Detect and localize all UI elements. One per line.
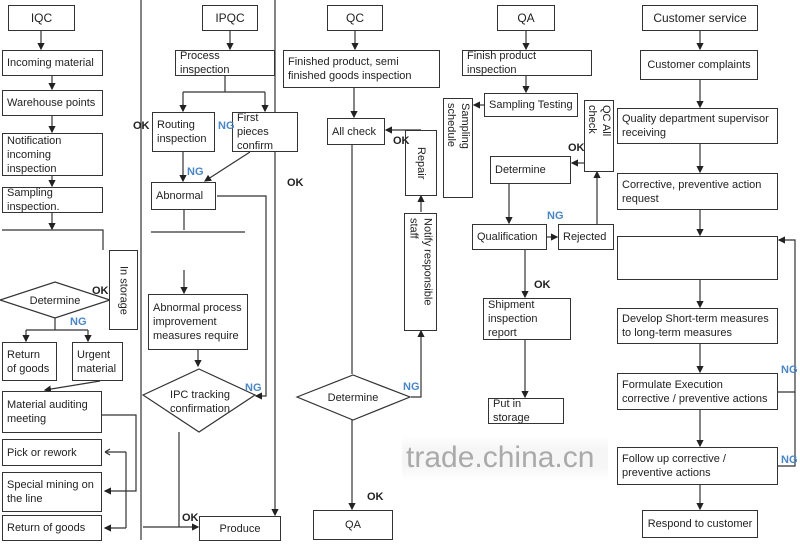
customer-complaints-box: Customer complaints	[640, 50, 758, 80]
ng-label: NG	[547, 210, 564, 222]
iqc-header: IQC	[8, 5, 75, 31]
ng-label: NG	[187, 166, 204, 178]
qa-determine-box: Determine	[490, 156, 571, 184]
return-goods-final-box: Return of goods	[2, 515, 102, 541]
ng-label: NG	[781, 454, 798, 466]
cs-header: Customer service	[642, 5, 758, 31]
urgent-material-box: Urgent material	[72, 342, 123, 381]
qc-determine-diamond	[295, 374, 412, 421]
process-inspection-box: Process inspection	[175, 50, 275, 76]
ok-label: OK	[92, 285, 109, 297]
produce-box: Produce	[199, 516, 281, 541]
notification-inspection-box: Notification incoming inspection	[2, 133, 103, 176]
follow-up-box: Follow up corrective / preventive action…	[617, 447, 778, 485]
ok-label: OK	[534, 279, 551, 291]
ng-label: NG	[781, 364, 798, 376]
abnormal-process-box: Abnormal process improvement measures re…	[148, 294, 248, 350]
ipqc-header: IPQC	[202, 5, 258, 31]
ng-label: NG	[218, 120, 235, 132]
notify-staff-box: Notify responsible staff	[404, 213, 437, 331]
ng-label: NG	[403, 381, 420, 393]
sampling-inspection-box: Sampling inspection.	[2, 187, 103, 213]
pick-rework-box: Pick or rework	[2, 439, 102, 466]
finish-inspection-box: Finish product inspection	[462, 50, 592, 76]
watermark-band	[402, 436, 608, 480]
cs-blurred-box	[617, 236, 778, 280]
all-check-box: All check	[327, 118, 385, 145]
abnormal-box: Abnormal	[151, 182, 216, 210]
watermark-text: trade.china.cn	[406, 441, 595, 474]
respond-customer-box: Respond to customer	[642, 510, 758, 538]
ipc-tracking-label: IPC tracking confirmation	[170, 389, 230, 415]
qc-all-check-box: QC All check	[584, 100, 614, 172]
qualification-box: Qualification	[472, 224, 547, 250]
corrective-request-box: Corrective, preventive action request	[617, 173, 778, 210]
finished-product-box: Finished product, semi finished goods in…	[283, 50, 440, 88]
special-mining-box: Special mining on the line	[2, 472, 102, 512]
routing-inspection-box: Routing inspection	[152, 112, 215, 152]
ng-label: NG	[70, 316, 87, 328]
ok-label: OK	[367, 491, 384, 503]
return-of-goods-box: Return of goods	[2, 342, 57, 381]
sampling-schedule-box: Sampling schedule	[443, 98, 473, 198]
warehouse-points-box: Warehouse points	[2, 90, 103, 116]
ok-label: OK	[393, 135, 410, 147]
ipqc-tracking-diamond	[141, 368, 257, 433]
ok-label: OK	[568, 142, 585, 154]
in-storage-box: In storage	[109, 250, 138, 330]
qc-header: QC	[327, 5, 383, 31]
ok-label: OK	[133, 120, 150, 132]
formulate-actions-box: Formulate Execution corrective / prevent…	[617, 373, 778, 410]
material-auditing-box: Material auditing meeting	[2, 391, 102, 433]
qc-determine-label: Determine	[327, 392, 379, 404]
put-in-storage-box: Put in storage	[488, 398, 564, 424]
ok-label: OK	[287, 177, 304, 189]
ng-label: NG	[245, 382, 262, 394]
iqc-determine-label: Determine	[29, 295, 81, 307]
repair-box: Repair	[405, 130, 437, 196]
incoming-material-box: Incoming material	[2, 50, 103, 76]
rejected-box: Rejected	[558, 224, 614, 250]
qa-box: QA	[313, 510, 393, 540]
supervisor-receiving-box: Quality department supervisor receiving	[617, 108, 778, 144]
first-pieces-box: First pieces confirm	[232, 112, 298, 152]
qa-header: QA	[497, 5, 555, 31]
shipment-report-box: Shipment inspection report	[483, 298, 571, 340]
sampling-testing-box: Sampling Testing	[484, 93, 578, 117]
ok-label: OK	[182, 512, 199, 524]
develop-measures-box: Develop Short-term measures to long-term…	[617, 308, 778, 344]
